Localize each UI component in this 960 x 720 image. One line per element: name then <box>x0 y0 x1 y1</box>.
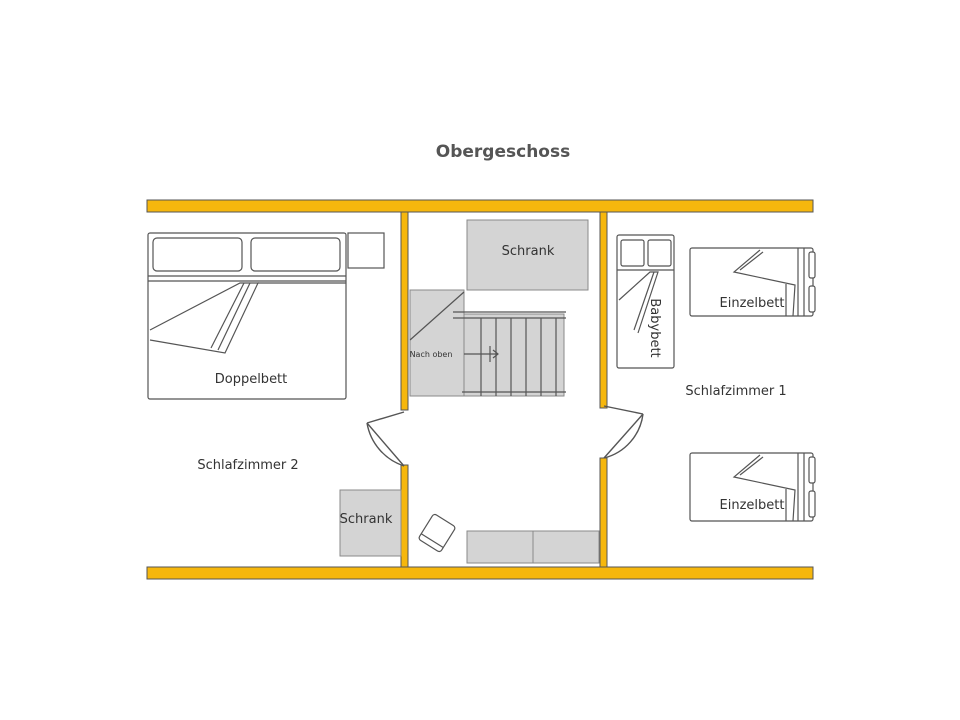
armchair <box>418 513 456 553</box>
wall-left-lower <box>400 464 409 568</box>
door-bedroom2 <box>366 411 405 467</box>
single-bed-bottom-label: Einzelbett <box>720 498 785 513</box>
wall-right-upper <box>599 211 608 409</box>
single-bed-top: Einzelbett <box>689 247 816 317</box>
hall-bench <box>466 530 600 564</box>
wall-top <box>146 199 814 213</box>
door-bedroom1 <box>603 405 644 459</box>
double-bed: Doppelbett <box>147 232 347 400</box>
room-label-bedroom2: Schlafzimmer 2 <box>197 458 298 473</box>
baby-bed: Babybett <box>616 234 675 369</box>
wardrobe-hall: Schrank <box>466 219 589 291</box>
plan-title: Obergeschoss <box>436 142 570 162</box>
nightstand <box>347 232 385 269</box>
stairs-label: Nach oben <box>410 350 453 359</box>
wardrobe-hall-label: Schrank <box>502 244 555 259</box>
wall-right-lower <box>599 457 608 568</box>
wardrobe-room2: Schrank <box>339 489 402 557</box>
wardrobe-room2-label: Schrank <box>340 512 393 527</box>
staircase: Nach oben <box>409 289 566 397</box>
room-label-bedroom1: Schlafzimmer 1 <box>685 384 786 399</box>
single-bed-top-label: Einzelbett <box>720 296 785 311</box>
double-bed-label: Doppelbett <box>215 372 288 387</box>
single-bed-bottom: Einzelbett <box>689 452 816 522</box>
wall-bottom <box>146 566 814 580</box>
wall-left-upper <box>400 211 409 411</box>
baby-bed-label: Babybett <box>647 298 662 357</box>
